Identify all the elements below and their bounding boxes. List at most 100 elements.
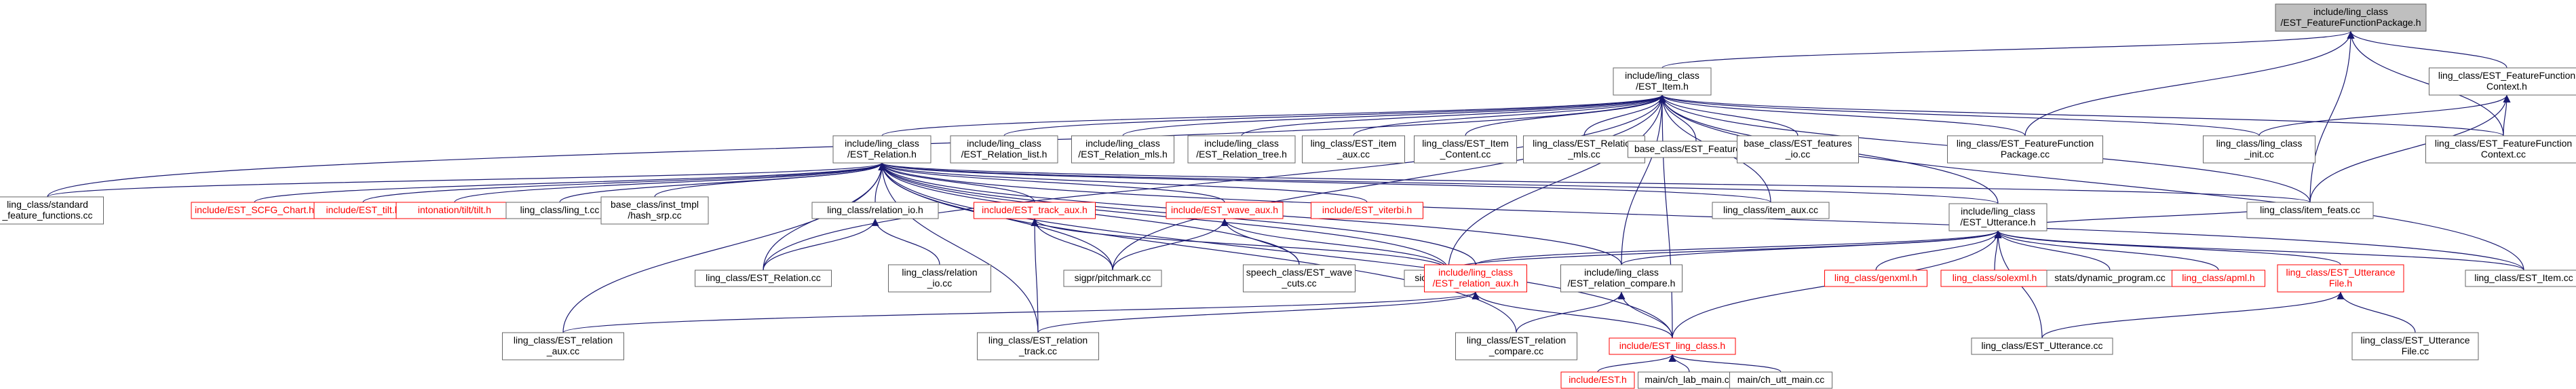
node-box bbox=[2046, 270, 2174, 287]
node-label: ling_class/EST_relation bbox=[988, 335, 1088, 346]
node-label: _feature_functions.cc bbox=[1, 210, 92, 221]
edge-relation_h-to-item_aux_cc2 bbox=[879, 162, 1771, 203]
node-item_feats_cc[interactable]: ling_class/item_feats.cc bbox=[2246, 202, 2374, 219]
node-box bbox=[888, 264, 991, 293]
node-box bbox=[1824, 270, 1927, 287]
edge-relation_h-to-intonation_tilt_h bbox=[454, 162, 886, 203]
node-rel_io_cc[interactable]: ling_class/relation_io.cc bbox=[888, 264, 991, 293]
node-ch_utt_cc[interactable]: main/ch_utt_main.cc bbox=[1729, 371, 1832, 389]
node-label: include/ling_class bbox=[1584, 267, 1659, 278]
edge-item_h-to-ffc_cc bbox=[1659, 94, 2504, 136]
node-label: ling_class/relation_io.h bbox=[827, 204, 923, 215]
node-item_h[interactable]: include/ling_class/EST_Item.h bbox=[1613, 67, 1712, 96]
node-ling_init_cc[interactable]: ling_class/ling_class_init.cc bbox=[2203, 135, 2315, 164]
node-rel_track_cc[interactable]: ling_class/EST_relation_track.cc bbox=[977, 332, 1099, 360]
node-label: ling_class/EST_item bbox=[1311, 138, 1397, 149]
edge-relation_h-to-est_item_cc bbox=[878, 162, 2524, 271]
node-ch_lab_cc[interactable]: main/ch_lab_main.cc bbox=[1638, 371, 1741, 389]
node-label: include/ling_class bbox=[1438, 267, 1513, 278]
edge-relation_h-to-rel_track_cc bbox=[878, 162, 1039, 333]
node-item_aux_cc[interactable]: ling_class/EST_item_aux.cc bbox=[1302, 135, 1405, 164]
node-rel_compare_cc[interactable]: ling_class/EST_relation_compare.cc bbox=[1455, 332, 1577, 360]
node-box bbox=[1311, 202, 1423, 219]
node-genxml_h[interactable]: ling_class/genxml.h bbox=[1824, 270, 1927, 287]
node-label: include/ling_class bbox=[1085, 138, 1160, 149]
edge-relation_h-to-rel_io_h bbox=[874, 162, 886, 203]
node-rel_compare_h[interactable]: include/ling_class/EST_relation_compare.… bbox=[1560, 264, 1683, 293]
node-base_features_io[interactable]: base_class/EST_features_io.cc bbox=[1737, 135, 1859, 164]
node-label: ling_class/relation bbox=[902, 267, 977, 278]
node-ffp_cc[interactable]: ling_class/EST_FeatureFunctionPackage.cc bbox=[1947, 135, 2103, 164]
node-scfg_chart_h[interactable]: include/EST_SCFG_Chart.h bbox=[191, 202, 318, 219]
node-box bbox=[832, 135, 931, 164]
node-intonation_tilt_h[interactable]: intonation/tilt/tilt.h bbox=[396, 202, 514, 219]
node-label: include/ling_class bbox=[2313, 6, 2388, 17]
node-ling_class_h[interactable]: include/EST_ling_class.h bbox=[1609, 337, 1736, 355]
edge-track_aux_h-to-siod_est_cc bbox=[1031, 218, 1449, 271]
node-rel_aux_h[interactable]: include/ling_class/EST_relation_aux.h bbox=[1424, 264, 1527, 293]
node-root[interactable]: include/ling_class/EST_FeatureFunctionPa… bbox=[2275, 3, 2427, 32]
node-ling_t_cc[interactable]: ling_class/ling_t.cc bbox=[505, 202, 614, 219]
node-label: speech_class/EST_wave bbox=[1246, 267, 1353, 278]
node-label: ling_class/EST_Utterance bbox=[2286, 267, 2395, 278]
node-box bbox=[1560, 371, 1635, 389]
node-label: ling_class/EST_relation bbox=[1467, 335, 1566, 346]
node-box bbox=[2203, 135, 2315, 164]
node-est_item_cc[interactable]: ling_class/EST_Item.cc bbox=[2465, 270, 2576, 287]
node-rel_io_h[interactable]: ling_class/relation_io.h bbox=[811, 202, 939, 219]
node-utt_h[interactable]: include/ling_class/EST_Utterance.h bbox=[1948, 203, 2048, 231]
edge-item_h-to-ffp_cc bbox=[1658, 94, 2026, 136]
node-label: Context.h bbox=[2486, 81, 2527, 92]
edge-utt_h-to-genxml_h bbox=[1875, 230, 2002, 271]
node-label: include/EST_viterbi.h bbox=[1322, 204, 1412, 215]
node-pitchmark_cc[interactable]: sigpr/pitchmark.cc bbox=[1063, 270, 1162, 287]
node-box bbox=[1071, 135, 1174, 164]
node-viterbi_h[interactable]: include/EST_viterbi.h bbox=[1311, 202, 1423, 219]
node-tilt_h[interactable]: include/EST_tilt.h bbox=[313, 202, 412, 219]
edge-ling_class_h-to-ch_lab_cc bbox=[1668, 354, 1690, 373]
node-box bbox=[2246, 202, 2374, 219]
node-rel_mls_cc[interactable]: ling_class/EST_Relation_mls.cc bbox=[1523, 135, 1645, 164]
node-inst_tmpl[interactable]: base_class/inst_tmpl/hash_srp.cc bbox=[600, 196, 709, 225]
node-label: /EST_Relation_mls.h bbox=[1078, 149, 1168, 160]
edge-rel_io_h-to-rel_io_cc bbox=[871, 218, 940, 265]
node-label: ling_class/ling_t.cc bbox=[520, 204, 600, 215]
node-label: include/EST_wave_aux.h bbox=[1171, 204, 1278, 215]
node-wave_cuts_cc[interactable]: speech_class/EST_wave_cuts.cc bbox=[1243, 264, 1356, 293]
edge-rel_aux_h-to-rel_track_cc bbox=[1037, 291, 1480, 333]
edge-wave_aux_h-to-siod_est_cc bbox=[1220, 218, 1449, 271]
node-box bbox=[313, 202, 412, 219]
edge-root-to-ffc_cc bbox=[2347, 31, 2504, 136]
node-rel_tree_h[interactable]: include/ling_class/EST_Relation_tree.h bbox=[1187, 135, 1296, 164]
node-solexml_h[interactable]: ling_class/solexml.h bbox=[1940, 270, 2049, 287]
edge-utt_h-to-apml_h bbox=[1994, 230, 2219, 271]
node-track_aux_h[interactable]: include/EST_track_aux.h bbox=[974, 202, 1096, 219]
node-rel_list_h[interactable]: include/ling_class/EST_Relation_list.h bbox=[950, 135, 1058, 164]
node-item_aux_cc2[interactable]: ling_class/item_aux.cc bbox=[1712, 202, 1830, 219]
node-layer: include/ling_class/EST_FeatureFunctionPa… bbox=[0, 3, 2576, 389]
node-item_content_cc[interactable]: ling_class/EST_Item_Content.cc bbox=[1414, 135, 1517, 164]
edge-item_h-to-siod_est_cc bbox=[1448, 94, 1666, 271]
node-rel_cc[interactable]: ling_class/EST_Relation.cc bbox=[695, 270, 832, 287]
node-apml_h[interactable]: ling_class/apml.h bbox=[2172, 270, 2265, 287]
node-box bbox=[2275, 3, 2427, 32]
node-dyn_prog_cc[interactable]: stats/dynamic_program.cc bbox=[2046, 270, 2174, 287]
node-relation_h[interactable]: include/ling_class/EST_Relation.h bbox=[832, 135, 931, 164]
edge-item_h-to-rel_mls_h bbox=[1122, 94, 1666, 136]
node-rel_mls_h[interactable]: include/ling_class/EST_Relation_mls.h bbox=[1071, 135, 1174, 164]
node-label: base_class/EST_Features.cc bbox=[1634, 143, 1758, 154]
node-box bbox=[1948, 203, 2048, 231]
node-label: /EST_relation_aux.h bbox=[1433, 278, 1519, 289]
edge-item_h-to-est_item_cc bbox=[1658, 94, 2524, 271]
node-label: _init.cc bbox=[2244, 149, 2274, 160]
node-utt_cc[interactable]: ling_class/EST_Utterance.cc bbox=[1971, 337, 2113, 355]
node-est_h[interactable]: include/EST.h bbox=[1560, 371, 1635, 389]
edge-root-to-ffp_cc bbox=[2024, 31, 2355, 136]
node-std_feat_cc[interactable]: ling_class/standard_feature_functions.cc bbox=[0, 196, 104, 225]
node-rel_aux_cc[interactable]: ling_class/EST_relation_aux.cc bbox=[502, 332, 624, 360]
node-wave_aux_h[interactable]: include/EST_wave_aux.h bbox=[1166, 202, 1284, 219]
